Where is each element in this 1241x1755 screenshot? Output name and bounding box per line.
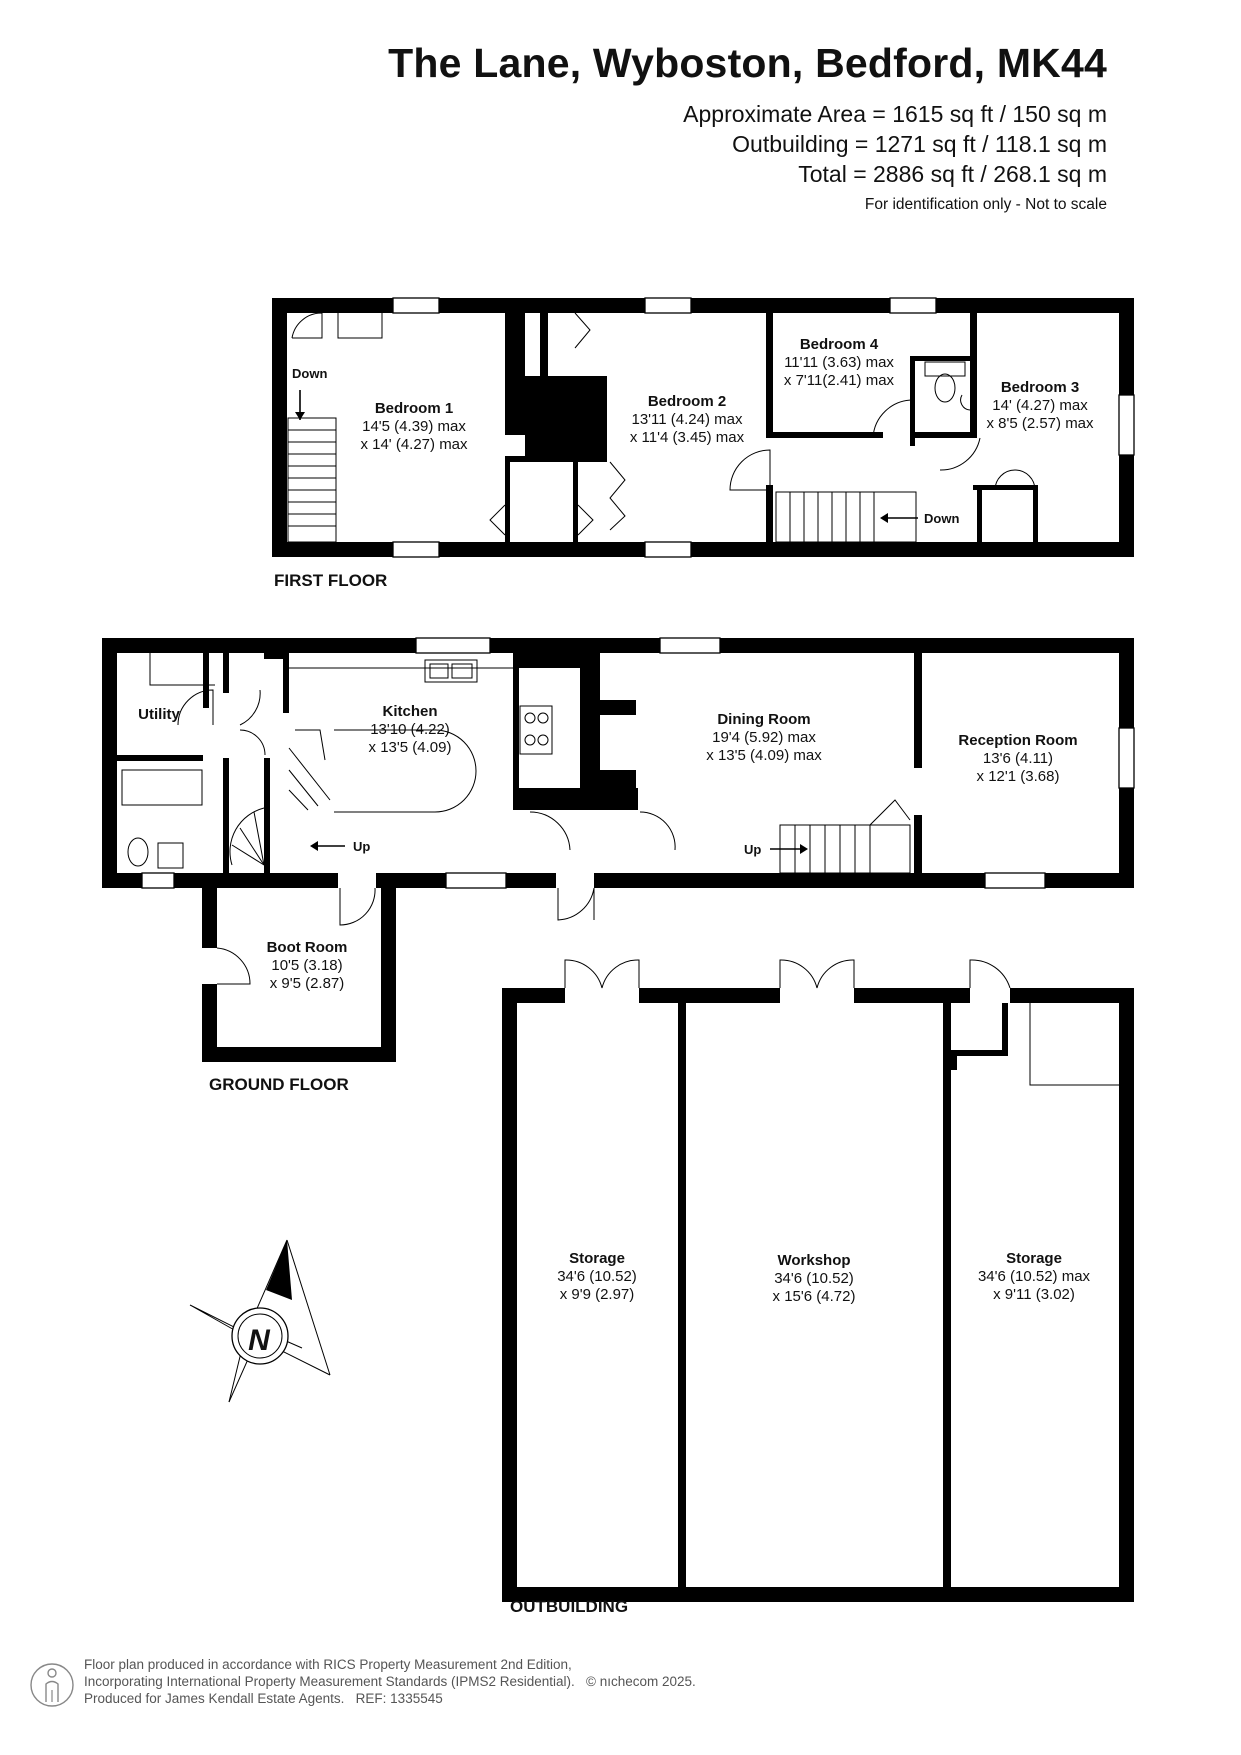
kitchen-dim2: x 13'5 (4.09) bbox=[369, 739, 452, 756]
outbuilding: Storage 34'6 (10.52) x 9'9 (2.97) Worksh… bbox=[502, 959, 1134, 1616]
bedroom1-dim1: 14'5 (4.39) max bbox=[362, 418, 466, 435]
footer-ref: REF: 1335545 bbox=[355, 1691, 443, 1706]
stairs-up-right bbox=[770, 799, 911, 874]
footer: Floor plan produced in accordance with R… bbox=[84, 1656, 696, 1707]
storage2-dim1: 34'6 (10.52) max bbox=[978, 1268, 1091, 1285]
page-title: The Lane, Wyboston, Bedford, MK44 bbox=[388, 40, 1107, 86]
workshop-name: Workshop bbox=[777, 1252, 850, 1269]
footer-line3: Produced for James Kendall Estate Agents… bbox=[84, 1691, 345, 1706]
bedroom4-dim1: 11'11 (3.63) max bbox=[784, 354, 894, 371]
dining-name: Dining Room bbox=[717, 711, 810, 728]
stairs-left bbox=[287, 390, 337, 543]
total-area: Total = 2886 sq ft / 268.1 sq m bbox=[798, 161, 1107, 187]
bedroom2-name: Bedroom 2 bbox=[648, 393, 726, 410]
footer-line2-row: Incorporating International Property Mea… bbox=[84, 1673, 696, 1690]
stairs-down-right-label: Down bbox=[924, 511, 959, 526]
bedroom3-dim1: 14' (4.27) max bbox=[992, 397, 1088, 414]
bedroom3-name: Bedroom 3 bbox=[1001, 379, 1079, 396]
person-scale-icon bbox=[30, 1663, 74, 1707]
first-floor-label: FIRST FLOOR bbox=[274, 571, 387, 590]
footer-line2: Incorporating International Property Mea… bbox=[84, 1674, 575, 1689]
north-arrow-icon: N bbox=[189, 1239, 331, 1403]
storage2-dim2: x 9'11 (3.02) bbox=[993, 1286, 1075, 1303]
bedroom4-name: Bedroom 4 bbox=[800, 336, 879, 353]
approximate-area: Approximate Area = 1615 sq ft / 150 sq m bbox=[683, 101, 1107, 127]
bedroom3-dim2: x 8'5 (2.57) max bbox=[986, 415, 1094, 432]
workshop-dim2: x 15'6 (4.72) bbox=[773, 1288, 856, 1305]
stairs-up-left bbox=[288, 729, 345, 851]
reception-dim2: x 12'1 (3.68) bbox=[977, 768, 1060, 785]
dining-dim2: x 13'5 (4.09) max bbox=[706, 747, 822, 764]
outbuilding-area: Outbuilding = 1271 sq ft / 118.1 sq m bbox=[732, 131, 1107, 157]
disclaimer-note: For identification only - Not to scale bbox=[864, 196, 1107, 213]
utility-name: Utility bbox=[138, 706, 180, 723]
boot-name: Boot Room bbox=[267, 939, 348, 956]
reception-dim1: 13'6 (4.11) bbox=[983, 750, 1053, 767]
boot-dim1: 10'5 (3.18) bbox=[271, 957, 342, 974]
reception-name: Reception Room bbox=[958, 732, 1077, 749]
footer-line1: Floor plan produced in accordance with R… bbox=[84, 1657, 572, 1672]
storage2-name: Storage bbox=[1006, 1250, 1062, 1267]
kitchen-name: Kitchen bbox=[382, 703, 437, 720]
stairs-down-left-label: Down bbox=[292, 366, 327, 381]
outbuilding-label: OUTBUILDING bbox=[510, 1597, 628, 1616]
bedroom4-dim2: x 7'11(2.41) max bbox=[784, 372, 895, 389]
ground-floor-label: GROUND FLOOR bbox=[209, 1075, 349, 1094]
stairs-up-left-label: Up bbox=[353, 839, 370, 854]
storage1-dim2: x 9'9 (2.97) bbox=[560, 1286, 635, 1303]
storage1-name: Storage bbox=[569, 1250, 625, 1267]
stairs-right bbox=[775, 491, 918, 543]
dining-dim1: 19'4 (5.92) max bbox=[712, 729, 816, 746]
footer-copyright: © nıchecom 2025. bbox=[586, 1674, 696, 1689]
ground-floor: Utility Kitchen 13'10 (4.22) x 13'5 (4.0… bbox=[102, 637, 1135, 1094]
bedroom1-name: Bedroom 1 bbox=[375, 400, 453, 417]
workshop-dim1: 34'6 (10.52) bbox=[774, 1270, 854, 1287]
bedroom2-dim2: x 11'4 (3.45) max bbox=[630, 429, 745, 446]
first-floor: Down Down Bedroom 1 14'5 (4.39) max x 14… bbox=[272, 297, 1135, 590]
compass-letter: N bbox=[248, 1324, 271, 1357]
footer-line3-row: Produced for James Kendall Estate Agents… bbox=[84, 1690, 696, 1707]
bedroom2-dim1: 13'11 (4.24) max bbox=[632, 411, 743, 428]
stairs-up-right-label: Up bbox=[744, 842, 761, 857]
bedroom1-dim2: x 14' (4.27) max bbox=[360, 436, 468, 453]
boot-dim2: x 9'5 (2.87) bbox=[270, 975, 345, 992]
storage1-dim1: 34'6 (10.52) bbox=[557, 1268, 637, 1285]
kitchen-dim1: 13'10 (4.22) bbox=[370, 721, 450, 738]
